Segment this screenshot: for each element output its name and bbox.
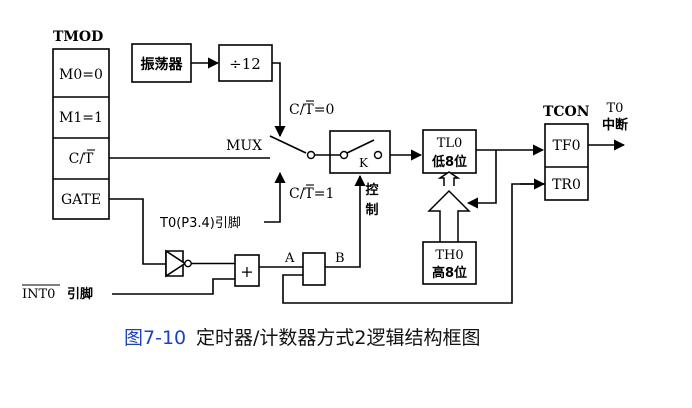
label-int0-suffix: 引脚: [67, 286, 93, 302]
tmod-m0: M0=0: [59, 67, 103, 83]
t0pin-to-mux-wire: [264, 171, 286, 223]
tcon-tf0: TF0: [553, 138, 581, 154]
reload-control-wire: [466, 150, 497, 209]
inverter-bubble: [184, 259, 192, 268]
th0-box: [422, 241, 477, 285]
label-k: K: [359, 156, 369, 170]
or-gate: [234, 254, 260, 287]
caption-title: 定时器/计数器方式2逻辑结构框图: [196, 327, 481, 349]
k-switch-blade: [346, 139, 375, 154]
caption-figure-number: 图7-10: [124, 327, 186, 349]
mux-switch-blade: [269, 135, 307, 154]
th0-label: TH0: [435, 248, 463, 263]
label-int0: INT0: [22, 287, 55, 302]
mux-pivot: [306, 150, 316, 160]
label-node-a: A: [284, 251, 295, 266]
label-mux: MUX: [226, 138, 262, 154]
inverter-triangle: [165, 249, 187, 278]
label-ct0: C/T=0: [289, 102, 334, 118]
label-t0-out: T0: [607, 101, 624, 116]
th0-sublabel: 高8位: [432, 265, 467, 281]
divider-label: ÷12: [229, 55, 261, 73]
label-control-1: 控: [365, 182, 378, 198]
label-interrupt: 中断: [602, 117, 628, 133]
reload-arrow: [427, 171, 471, 242]
k-right-contact: [373, 150, 383, 160]
tl0-sublabel: 低8位: [431, 154, 467, 170]
oscillator-label: 振荡器: [141, 56, 184, 73]
label-ct1: C/T=1: [289, 186, 334, 202]
k-switch-box: [329, 130, 391, 174]
k-left-contact: [339, 150, 349, 160]
tl0-label: TL0: [437, 136, 463, 151]
tcon-register: [544, 123, 589, 201]
tmod-title: TMOD: [53, 29, 103, 45]
tcon-tr0: TR0: [552, 177, 581, 193]
label-control-2: 制: [365, 202, 378, 218]
tr0-to-and-wire: [282, 183, 545, 304]
tmod-m1: M1=1: [59, 110, 103, 126]
tmod-register: [52, 48, 110, 220]
label-t0pin: T0(P3.4)引脚: [159, 215, 241, 231]
and-gate: [302, 252, 326, 286]
tmod-gate: GATE: [61, 192, 101, 208]
and-to-k-control-wire: [325, 174, 366, 268]
label-node-b: B: [335, 251, 345, 266]
tmod-ct: C/T: [69, 151, 94, 167]
tcon-title: TCON: [543, 104, 590, 120]
gate-to-inverter-wire: [109, 198, 166, 265]
div-to-mux-wire: [272, 62, 286, 138]
int0-to-or-wire: [112, 278, 235, 295]
or-gate-symbol: +: [240, 262, 253, 281]
